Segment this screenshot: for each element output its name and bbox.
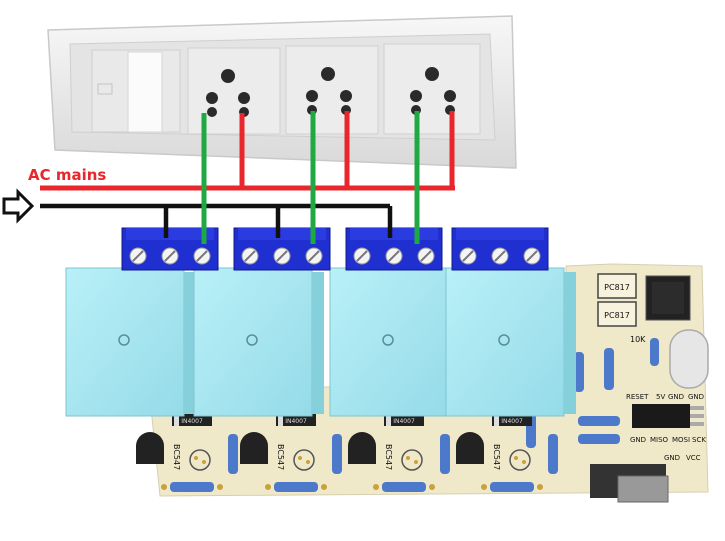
screw-terminal bbox=[305, 247, 323, 265]
diode: IN4007 bbox=[276, 414, 316, 426]
resistor bbox=[548, 434, 558, 474]
svg-text:GND: GND bbox=[668, 393, 684, 401]
terminal-blocks bbox=[121, 227, 549, 271]
power-connector: GND VCC bbox=[590, 454, 701, 503]
svg-text:IN4007: IN4007 bbox=[393, 418, 415, 425]
svg-text:RESET: RESET bbox=[626, 393, 649, 401]
svg-text:IN4007: IN4007 bbox=[181, 418, 203, 425]
screw-terminal bbox=[129, 247, 147, 265]
screw-terminal bbox=[459, 247, 477, 265]
svg-text:SCK: SCK bbox=[692, 436, 706, 444]
rocker-switch bbox=[91, 49, 181, 133]
led bbox=[293, 449, 315, 471]
resistor bbox=[481, 482, 543, 492]
relay-3 bbox=[329, 267, 460, 417]
relay-2 bbox=[193, 267, 324, 417]
svg-text:IN4007: IN4007 bbox=[285, 418, 307, 425]
screw-terminal bbox=[523, 247, 541, 265]
resistor bbox=[373, 482, 435, 492]
screw-terminal bbox=[161, 247, 179, 265]
svg-text:VCC: VCC bbox=[686, 454, 701, 462]
led bbox=[189, 449, 211, 471]
resistor bbox=[526, 410, 620, 448]
svg-text:MOSI: MOSI bbox=[672, 436, 690, 444]
socket-2 bbox=[285, 45, 379, 135]
relay-4 bbox=[445, 267, 576, 417]
transistor: BC547 bbox=[240, 432, 285, 470]
screw-terminal bbox=[193, 247, 211, 265]
terminal-block-2 bbox=[233, 227, 331, 271]
socket-3 bbox=[383, 43, 481, 135]
diode: IN4007 bbox=[492, 414, 532, 426]
svg-text:BC547: BC547 bbox=[384, 444, 393, 470]
resistor bbox=[161, 482, 223, 492]
svg-text:PC817: PC817 bbox=[604, 283, 630, 292]
svg-text:GND: GND bbox=[664, 454, 680, 462]
relay-driver-channels: IN4007BC547IN4007BC547IN4007BC547IN4007B… bbox=[136, 414, 558, 492]
optocoupler-pc817-top: PC817 bbox=[597, 273, 637, 299]
terminal-block-4 bbox=[451, 227, 549, 271]
svg-text:IN4007: IN4007 bbox=[501, 418, 523, 425]
switchboard bbox=[47, 15, 517, 169]
resistor bbox=[574, 338, 659, 392]
optocoupler-pc817-bottom: PC817 bbox=[597, 301, 637, 327]
diode: IN4007 bbox=[172, 414, 212, 426]
svg-text:BC547: BC547 bbox=[172, 444, 181, 470]
svg-text:MISO: MISO bbox=[650, 436, 669, 444]
led bbox=[509, 449, 531, 471]
microcontroller-chip bbox=[645, 275, 691, 321]
screw-terminal bbox=[491, 247, 509, 265]
arrow-right-icon bbox=[2, 188, 35, 224]
svg-text:5V: 5V bbox=[656, 393, 665, 401]
svg-text:GND: GND bbox=[630, 436, 646, 444]
resistor bbox=[440, 434, 450, 474]
resistor bbox=[265, 482, 327, 492]
relay-1 bbox=[65, 267, 196, 417]
crystal-oscillator bbox=[669, 329, 709, 389]
ac-mains-label: AC mains bbox=[28, 166, 106, 184]
screw-terminal bbox=[273, 247, 291, 265]
screw-terminal bbox=[385, 247, 403, 265]
svg-text:BC547: BC547 bbox=[492, 444, 501, 470]
screw-terminal bbox=[241, 247, 259, 265]
resistor-value-label: 10K bbox=[630, 335, 646, 344]
screw-terminal bbox=[353, 247, 371, 265]
resistor bbox=[332, 434, 342, 474]
resistor bbox=[228, 434, 238, 474]
transistor: BC547 bbox=[136, 432, 181, 470]
isp-header: RESET 5V GND GND GND MISO MOSI SCK bbox=[626, 393, 706, 444]
svg-text:GND: GND bbox=[688, 393, 704, 401]
transistor: BC547 bbox=[348, 432, 393, 470]
wires bbox=[40, 111, 455, 244]
relays bbox=[65, 267, 576, 417]
svg-text:PC817: PC817 bbox=[604, 311, 630, 320]
screw-terminal bbox=[417, 247, 435, 265]
diode: IN4007 bbox=[384, 414, 424, 426]
transistor: BC547 bbox=[456, 432, 501, 470]
svg-text:BC547: BC547 bbox=[276, 444, 285, 470]
terminal-block-3 bbox=[345, 227, 443, 271]
led bbox=[401, 449, 423, 471]
